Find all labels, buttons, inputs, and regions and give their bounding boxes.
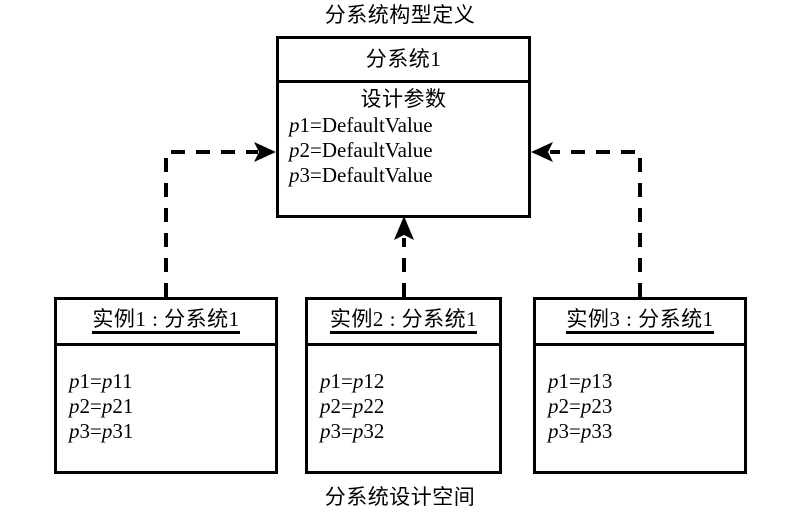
param-index: 2 xyxy=(299,138,311,162)
definition-class-title-text: 分系统1 xyxy=(365,47,442,71)
value-index: 21 xyxy=(112,394,134,418)
bottom-caption: 分系统设计空间 xyxy=(324,485,476,509)
equals-sign: = xyxy=(569,419,581,443)
param-symbol: p xyxy=(289,163,300,187)
value-index: 23 xyxy=(591,394,613,418)
param-index: 2 xyxy=(558,394,570,418)
param-symbol: p xyxy=(69,394,80,418)
param-symbol: p xyxy=(320,369,331,393)
instance-attribute-row: p3=p32 xyxy=(320,419,499,444)
param-symbol: p xyxy=(548,419,559,443)
connector-instance-3-line xyxy=(550,150,642,297)
instance-box-3[interactable]: 实例3 : 分系统1 p1=p13 p2=p23 p3=p33 xyxy=(533,297,747,474)
definition-class-title: 分系统1 xyxy=(279,39,528,83)
definition-attribute-row: p3=DefaultValue xyxy=(289,163,528,188)
equals-sign: = xyxy=(341,369,353,393)
param-index: 3 xyxy=(79,419,91,443)
instance-3-title: 实例3 : 分系统1 xyxy=(536,300,744,346)
value-index: 31 xyxy=(112,419,134,443)
connector-instance-2 xyxy=(394,216,414,297)
param-index: 3 xyxy=(330,419,342,443)
instance-attribute-row: p1=p12 xyxy=(320,369,499,394)
param-value: DefaultValue xyxy=(321,113,433,137)
param-symbol: p xyxy=(320,394,331,418)
definition-class-box[interactable]: 分系统1 设计参数 p1=DefaultValue p2=DefaultValu… xyxy=(276,36,531,218)
instance-2-body: p1=p12 p2=p22 p3=p32 xyxy=(308,346,499,471)
value-symbol: p xyxy=(580,394,592,418)
value-symbol: p xyxy=(352,419,364,443)
connector-instance-3-arrowhead xyxy=(531,142,553,162)
instance-1-title: 实例1 : 分系统1 xyxy=(57,300,275,346)
param-symbol: p xyxy=(548,369,559,393)
param-index: 2 xyxy=(330,394,342,418)
connector-instance-1 xyxy=(164,142,276,297)
instance-attribute-row: p1=p13 xyxy=(548,369,744,394)
instance-attribute-row: p2=p23 xyxy=(548,394,744,419)
definition-attribute-row: p1=DefaultValue xyxy=(289,113,528,138)
param-symbol: p xyxy=(69,369,80,393)
value-symbol: p xyxy=(101,419,113,443)
param-index: 3 xyxy=(299,163,311,187)
value-symbol: p xyxy=(580,419,592,443)
definition-compartment-title: 设计参数 xyxy=(360,87,447,111)
equals-sign: = xyxy=(341,419,353,443)
equals-sign: = xyxy=(310,163,322,187)
param-symbol: p xyxy=(548,394,559,418)
param-symbol: p xyxy=(69,419,80,443)
equals-sign: = xyxy=(341,394,353,418)
connector-instance-1-line xyxy=(164,150,258,297)
instance-attribute-row: p3=p31 xyxy=(69,419,275,444)
instance-box-1[interactable]: 实例1 : 分系统1 p1=p11 p2=p21 p3=p31 xyxy=(54,297,278,474)
connector-instance-1-arrowhead xyxy=(254,142,276,162)
param-symbol: p xyxy=(289,113,300,137)
param-index: 3 xyxy=(558,419,570,443)
value-index: 11 xyxy=(112,369,133,393)
param-value: DefaultValue xyxy=(321,163,433,187)
instance-attribute-row: p2=p21 xyxy=(69,394,275,419)
equals-sign: = xyxy=(310,113,322,137)
param-symbol: p xyxy=(320,419,331,443)
equals-sign: = xyxy=(569,369,581,393)
definition-attribute-row: p2=DefaultValue xyxy=(289,138,528,163)
equals-sign: = xyxy=(569,394,581,418)
value-index: 33 xyxy=(591,419,613,443)
top-caption: 分系统构型定义 xyxy=(324,3,476,27)
instance-3-body: p1=p13 p2=p23 p3=p33 xyxy=(536,346,744,471)
param-index: 1 xyxy=(79,369,91,393)
param-index: 2 xyxy=(79,394,91,418)
param-value: DefaultValue xyxy=(321,138,433,162)
definition-class-body: 设计参数 p1=DefaultValue p2=DefaultValue p3=… xyxy=(279,83,528,218)
value-symbol: p xyxy=(352,394,364,418)
instance-2-title-text: 实例2 : 分系统1 xyxy=(329,309,478,334)
param-symbol: p xyxy=(289,138,300,162)
instance-attribute-row: p2=p22 xyxy=(320,394,499,419)
equals-sign: = xyxy=(90,369,102,393)
value-index: 12 xyxy=(363,369,385,393)
value-index: 22 xyxy=(363,394,385,418)
instance-box-2[interactable]: 实例2 : 分系统1 p1=p12 p2=p22 p3=p32 xyxy=(305,297,502,474)
value-symbol: p xyxy=(580,369,592,393)
connector-instance-3 xyxy=(531,142,642,297)
value-symbol: p xyxy=(101,394,113,418)
value-index: 32 xyxy=(363,419,385,443)
instance-2-title: 实例2 : 分系统1 xyxy=(308,300,499,346)
equals-sign: = xyxy=(90,394,102,418)
equals-sign: = xyxy=(310,138,322,162)
instance-1-title-text: 实例1 : 分系统1 xyxy=(92,309,240,334)
instance-3-title-text: 实例3 : 分系统1 xyxy=(566,309,714,334)
value-symbol: p xyxy=(352,369,364,393)
value-index: 13 xyxy=(591,369,613,393)
value-symbol: p xyxy=(101,369,113,393)
instance-attribute-row: p1=p11 xyxy=(69,369,275,394)
param-index: 1 xyxy=(299,113,311,137)
instance-1-body: p1=p11 p2=p21 p3=p31 xyxy=(57,346,275,471)
equals-sign: = xyxy=(90,419,102,443)
instance-attribute-row: p3=p33 xyxy=(548,419,744,444)
param-index: 1 xyxy=(330,369,342,393)
param-index: 1 xyxy=(558,369,570,393)
connector-instance-2-arrowhead xyxy=(394,216,414,240)
definition-attribute-list: p1=DefaultValue p2=DefaultValue p3=Defau… xyxy=(279,113,528,188)
